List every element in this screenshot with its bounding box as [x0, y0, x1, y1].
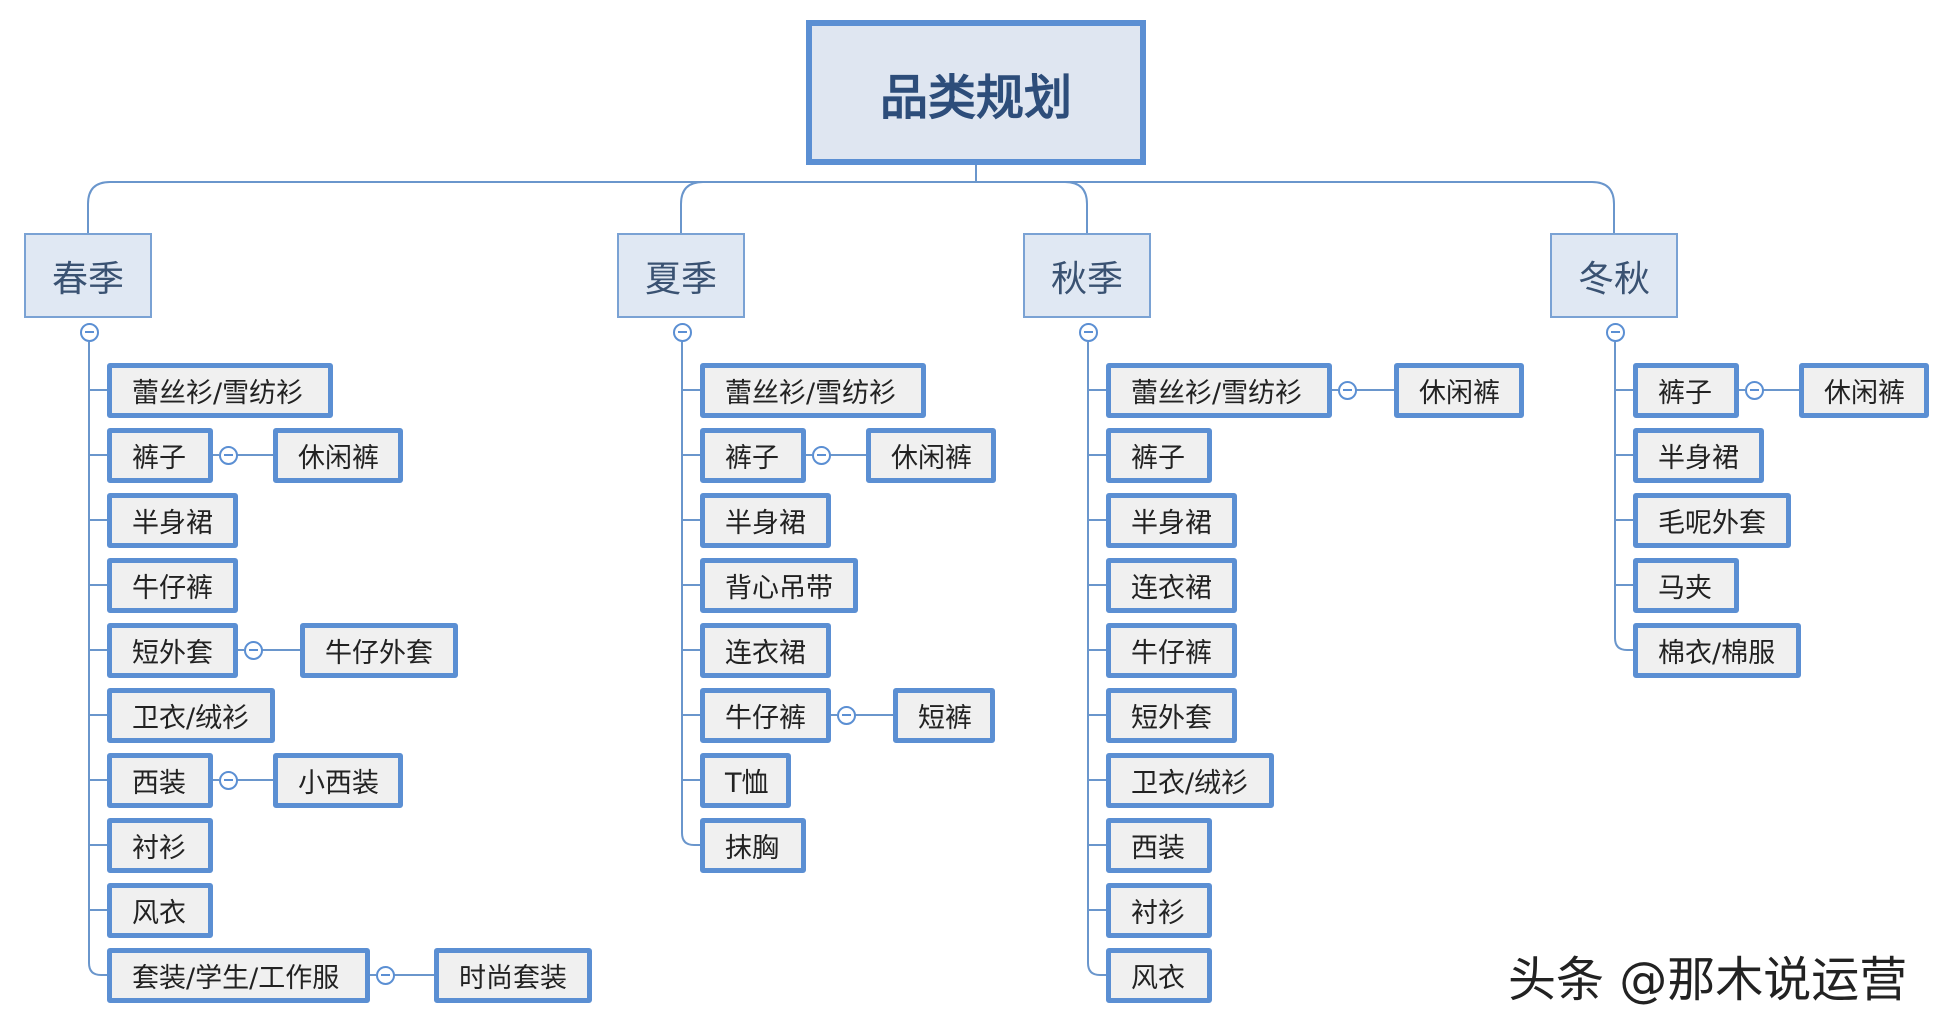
- spine-end: [1087, 962, 1106, 976]
- collapse-toggle-icon[interactable]: [811, 445, 831, 465]
- season-node[interactable]: 秋季: [1023, 233, 1151, 318]
- category-node[interactable]: 衬衫: [107, 817, 213, 873]
- category-node[interactable]: 裤子: [1633, 362, 1739, 418]
- category-node[interactable]: 短外套: [1106, 687, 1237, 743]
- category-node[interactable]: 裤子: [700, 427, 806, 483]
- collapse-toggle-icon[interactable]: [79, 322, 99, 342]
- category-node[interactable]: 半身裙: [1106, 492, 1237, 548]
- category-node[interactable]: 卫衣/绒衫: [107, 687, 275, 743]
- subcategory-node[interactable]: 短裤: [893, 687, 995, 743]
- category-node[interactable]: 卫衣/绒衫: [1106, 752, 1274, 808]
- collapse-toggle-icon[interactable]: [836, 705, 856, 725]
- category-node[interactable]: 半身裙: [107, 492, 238, 548]
- watermark: 头条 @那木说运营: [1508, 952, 1908, 1008]
- category-node[interactable]: 牛仔裤: [107, 557, 238, 613]
- category-node[interactable]: 棉衣/棉服: [1633, 622, 1801, 678]
- category-node[interactable]: 牛仔裤: [700, 687, 831, 743]
- category-node[interactable]: 蕾丝衫/雪纺衫: [107, 362, 333, 418]
- category-node[interactable]: 西装: [1106, 817, 1212, 873]
- collapse-toggle-icon[interactable]: [1744, 380, 1764, 400]
- category-node[interactable]: 背心吊带: [700, 557, 858, 613]
- spine-end: [681, 832, 700, 846]
- subcategory-node[interactable]: 牛仔外套: [300, 622, 458, 678]
- category-node[interactable]: 风衣: [107, 882, 213, 938]
- spine-end: [1614, 637, 1633, 651]
- subcategory-node[interactable]: 休闲裤: [1799, 362, 1929, 418]
- collapse-toggle-icon[interactable]: [243, 640, 263, 660]
- collapse-toggle-icon[interactable]: [218, 445, 238, 465]
- season-node[interactable]: 冬秋: [1550, 233, 1678, 318]
- subcategory-node[interactable]: 小西装: [273, 752, 403, 808]
- category-node[interactable]: 半身裙: [1633, 427, 1764, 483]
- season-node[interactable]: 夏季: [617, 233, 745, 318]
- category-node[interactable]: 蕾丝衫/雪纺衫: [1106, 362, 1332, 418]
- category-node[interactable]: 西装: [107, 752, 213, 808]
- category-node[interactable]: 蕾丝衫/雪纺衫: [700, 362, 926, 418]
- spine-end: [88, 962, 107, 976]
- season-drop-1: [680, 181, 704, 233]
- category-node[interactable]: 裤子: [1106, 427, 1212, 483]
- season-drop-2: [1064, 181, 1088, 233]
- category-node[interactable]: 抹胸: [700, 817, 806, 873]
- subcategory-node[interactable]: 时尚套装: [434, 947, 592, 1003]
- collapse-toggle-icon[interactable]: [218, 770, 238, 790]
- subcategory-node[interactable]: 休闲裤: [273, 427, 403, 483]
- category-node[interactable]: 连衣裙: [700, 622, 831, 678]
- category-node[interactable]: 衬衫: [1106, 882, 1212, 938]
- category-node[interactable]: 短外套: [107, 622, 238, 678]
- season-node[interactable]: 春季: [24, 233, 152, 318]
- collapse-toggle-icon[interactable]: [1605, 322, 1625, 342]
- collapse-toggle-icon[interactable]: [672, 322, 692, 342]
- subcategory-node[interactable]: 休闲裤: [1394, 362, 1524, 418]
- collapse-toggle-icon[interactable]: [375, 965, 395, 985]
- category-node[interactable]: 裤子: [107, 427, 213, 483]
- category-node[interactable]: 马夹: [1633, 557, 1739, 613]
- category-node[interactable]: 套装/学生/工作服: [107, 947, 370, 1003]
- subcategory-node[interactable]: 休闲裤: [866, 427, 996, 483]
- collapse-toggle-icon[interactable]: [1078, 322, 1098, 342]
- category-node[interactable]: 毛呢外套: [1633, 492, 1791, 548]
- category-node[interactable]: 风衣: [1106, 947, 1212, 1003]
- season-bus: [87, 181, 1615, 233]
- category-node[interactable]: 连衣裙: [1106, 557, 1237, 613]
- root-node[interactable]: 品类规划: [806, 20, 1146, 165]
- category-node[interactable]: 牛仔裤: [1106, 622, 1237, 678]
- category-node[interactable]: T恤: [700, 752, 791, 808]
- category-node[interactable]: 半身裙: [700, 492, 831, 548]
- collapse-toggle-icon[interactable]: [1337, 380, 1357, 400]
